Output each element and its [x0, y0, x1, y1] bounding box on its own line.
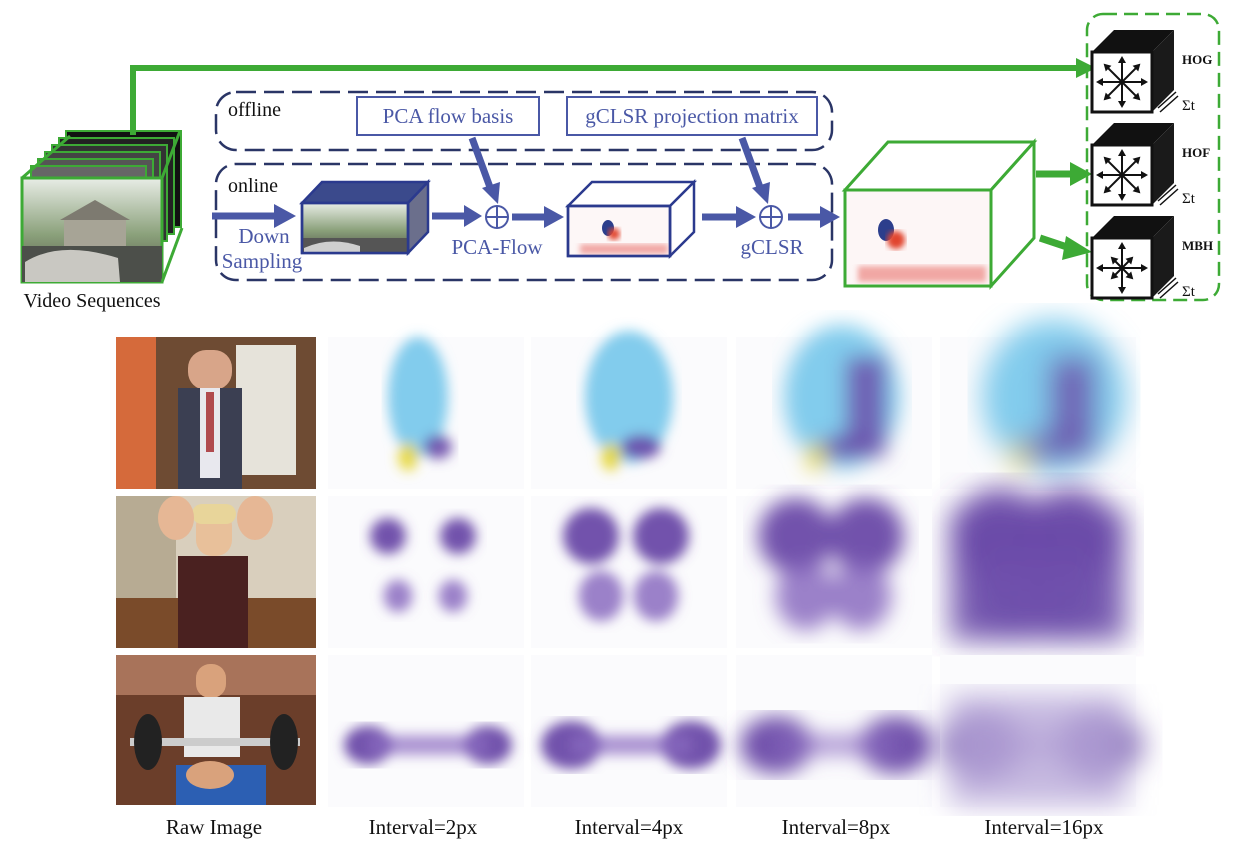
descriptor-cube-hof: HOF Σt — [1090, 123, 1210, 207]
hof-arrow — [1070, 162, 1092, 186]
column-label: Interval=8px — [782, 815, 891, 839]
flow-panel-phone-call-interval-1 — [531, 331, 727, 489]
descriptor-name: HOF — [1182, 145, 1210, 160]
column-label: Interval=16px — [984, 815, 1104, 839]
online-box — [214, 162, 834, 282]
gclsr-matrix-label: gCLSR projection matrix — [585, 104, 799, 128]
raw-image-phone — [116, 337, 316, 489]
flow-panel-waving-hands-interval-2 — [736, 496, 932, 648]
flow-panel-waving-hands-interval-1 — [531, 496, 727, 648]
video-sequence-stack: Video Sequences — [20, 130, 184, 312]
pca-flow-label: PCA-Flow — [451, 235, 543, 259]
pca-flow-cube — [564, 178, 698, 260]
pipeline-diagram: Video Sequences offline PCA flow basis g… — [20, 12, 1221, 312]
pca-basis-arrow — [482, 182, 500, 204]
flow-panel-waving-hands-interval-3 — [940, 488, 1136, 648]
descriptor-cube-hog: HOG Σt — [1090, 30, 1212, 114]
column-label: Interval=4px — [575, 815, 684, 839]
raw-image-waving — [116, 496, 316, 648]
downsampled-video-cube — [299, 178, 431, 257]
down-label: Down — [238, 224, 290, 248]
descriptor-box — [1085, 12, 1221, 302]
pca-flow-basis-label: PCA flow basis — [383, 104, 514, 128]
descriptor-name: MBH — [1182, 238, 1213, 253]
flow-arrows-icon — [1096, 56, 1148, 108]
gclsr-flow-cube — [841, 138, 1038, 290]
flow-arrows-icon — [1096, 242, 1148, 294]
hog-path-arrow — [130, 65, 1078, 135]
sampling-label: Sampling — [222, 249, 303, 273]
column-label: Interval=2px — [369, 815, 478, 839]
mbh-arrow — [1062, 236, 1092, 260]
descriptor-name: HOG — [1182, 52, 1212, 67]
flow-panel-phone-call-interval-2 — [736, 325, 932, 489]
flow-panel-bench-press-interval-2 — [736, 655, 932, 807]
video-sequences-label: Video Sequences — [23, 290, 160, 312]
gclsr-matrix-box — [566, 96, 818, 136]
gclsr-label: gCLSR — [740, 235, 803, 259]
flow-panel-bench-press-interval-1 — [531, 655, 727, 807]
raw-image-bench — [116, 655, 316, 805]
flow-panel-bench-press-interval-0 — [328, 655, 524, 807]
descriptor-sum: Σt — [1182, 98, 1196, 114]
pca-flow-basis-box — [356, 96, 540, 136]
column-label: Raw Image — [166, 815, 262, 839]
offline-label: offline — [228, 99, 281, 121]
descriptor-sum: Σt — [1182, 191, 1196, 207]
flow-panel-bench-press-interval-3 — [938, 655, 1142, 807]
flow-panel-phone-call-interval-3 — [940, 319, 1136, 489]
descriptor-sum: Σt — [1182, 284, 1196, 300]
flow-panel-waving-hands-interval-0 — [328, 496, 524, 648]
gclsr-matrix-arrow — [752, 182, 770, 204]
flow-arrows-icon — [1096, 149, 1148, 201]
online-label: online — [228, 175, 278, 197]
flow-panel-phone-call-interval-0 — [328, 337, 524, 489]
descriptor-cube-mbh: MBH Σt — [1090, 216, 1213, 300]
results-grid: Raw Image Interval=2px Interval=4px Interva… — [116, 319, 1142, 839]
offline-box — [214, 90, 834, 152]
